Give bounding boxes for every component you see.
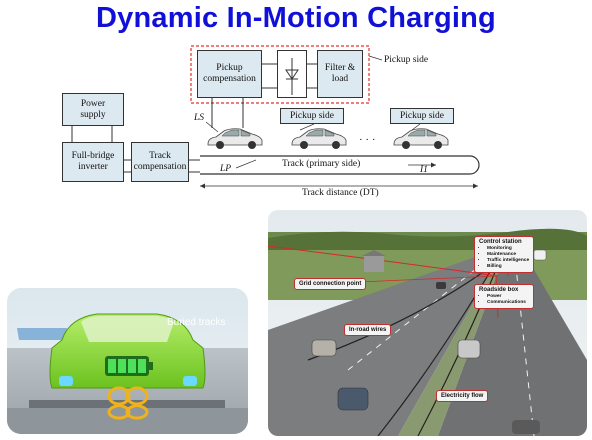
control-station-item: Traffic intelligence	[487, 258, 529, 264]
pickup-compensation-label: Pickup compensation	[203, 63, 256, 84]
buried-tracks-illustration: Buried tracks	[7, 288, 248, 434]
ellipsis-label: · · ·	[359, 134, 376, 146]
slide-title: Dynamic In-Motion Charging	[96, 2, 496, 34]
pickup-side-box-2: Pickup side	[390, 108, 454, 124]
rectifier-block	[277, 50, 307, 98]
track-primary-label: Track (primary side)	[282, 159, 361, 169]
car-icon	[207, 128, 263, 149]
track-compensation-label: Track compensation	[133, 151, 187, 172]
highway-art	[268, 210, 587, 436]
roadside-box-item: Communications	[487, 300, 529, 306]
electricity-flow-callout: Electricity flow	[436, 390, 489, 402]
filter-load-label: Filter & load	[324, 63, 356, 84]
filter-load-block: Filter & load	[317, 50, 363, 98]
highway-photo: Control station Monitoring Maintenance T…	[268, 210, 587, 436]
car-icon	[291, 128, 347, 149]
track-compensation-block: Track compensation	[131, 142, 189, 182]
grid-connection-callout: Grid connection point	[294, 278, 367, 290]
inverter-label: Full-bridge inverter	[71, 151, 115, 172]
lp-label: LP	[220, 164, 232, 174]
control-station-callout: Control station Monitoring Maintenance T…	[474, 236, 534, 273]
inverter-block: Full-bridge inverter	[62, 142, 124, 182]
pickup-side-box-1: Pickup side	[280, 108, 344, 124]
control-station-title: Control station	[479, 239, 522, 245]
control-station-item: Billing	[487, 264, 529, 270]
buried-tracks-caption: Buried tracks	[167, 317, 226, 328]
i1-label: I1	[420, 165, 428, 175]
pickup-side-main-label: Pickup side	[384, 55, 429, 65]
power-supply-label: Power supply	[80, 98, 106, 120]
power-supply-block: Power supply	[62, 93, 124, 126]
roadside-box-title: Roadside box	[479, 287, 519, 293]
car-icon	[393, 128, 449, 149]
control-station-item: Maintenance	[487, 252, 529, 258]
pickup-side-label-2: Pickup side	[399, 110, 445, 121]
rectifier-icon	[285, 58, 299, 95]
roadside-box-callout: Roadside box Power Communications	[474, 284, 534, 309]
pickup-side-label-1: Pickup side	[289, 110, 335, 121]
ls-label: LS	[194, 113, 205, 123]
track-distance-label: Track distance (DT)	[302, 188, 379, 198]
roadside-box-item: Power	[487, 294, 529, 300]
in-road-wires-callout: In-road wires	[344, 324, 392, 336]
buried-tracks-art	[7, 288, 248, 434]
control-station-item: Monitoring	[487, 246, 529, 252]
pickup-compensation-block: Pickup compensation	[197, 50, 262, 98]
